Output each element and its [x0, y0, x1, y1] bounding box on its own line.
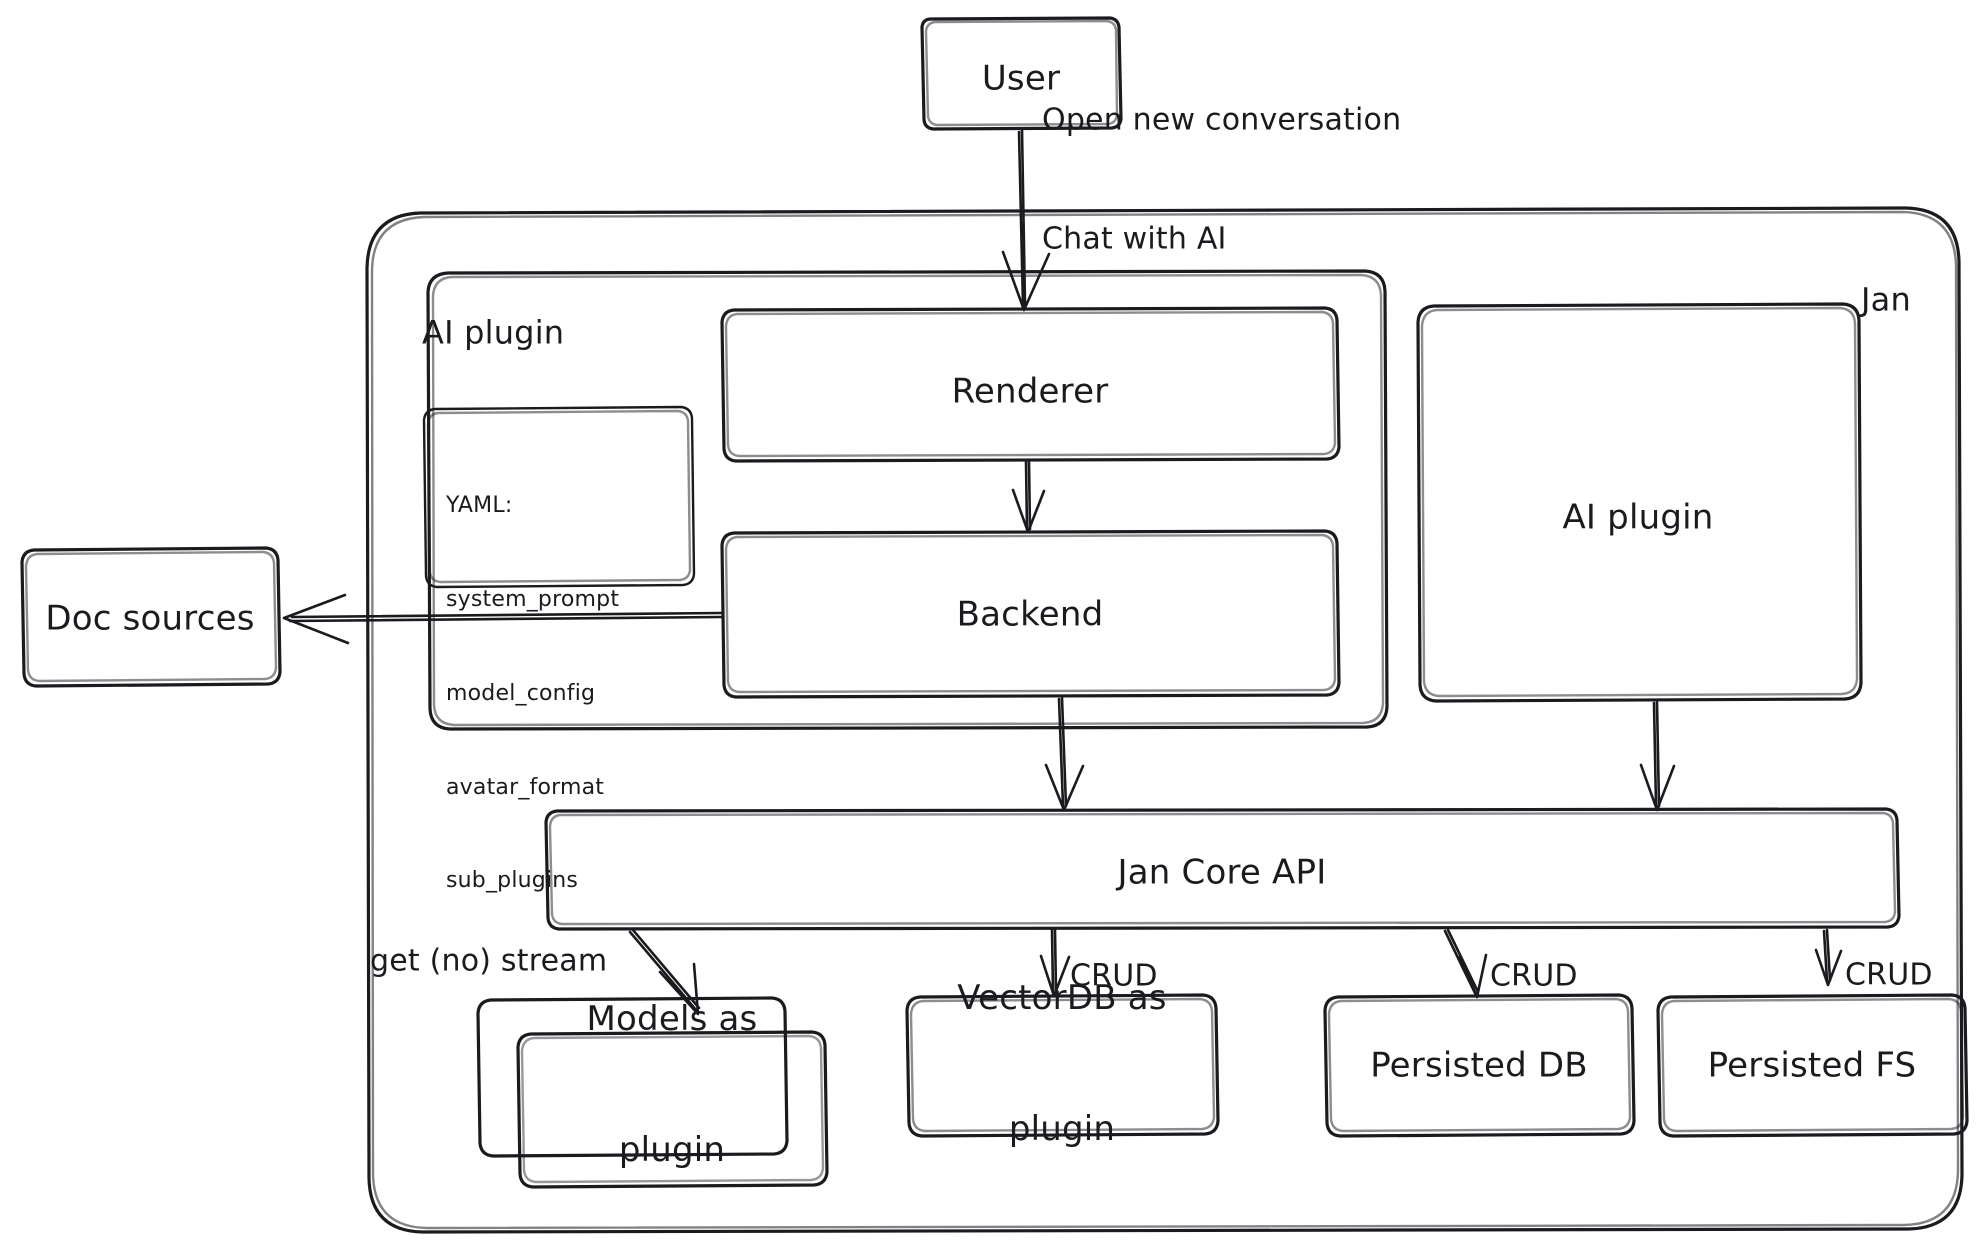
persisted-fs-box-shape	[1656, 993, 1969, 1138]
ai-plugin-group-shape	[426, 269, 1389, 731]
edge-renderer-to-backend	[1011, 460, 1046, 534]
edge-core-api-to-persisted-fs	[1814, 928, 1843, 987]
jan-container-shape	[365, 206, 1964, 1234]
ai-plugin-right-box-shape	[1416, 302, 1863, 703]
yaml-note-shape	[422, 405, 696, 589]
doc-sources-box-shape	[20, 546, 282, 688]
edge-ai-plugin-to-core-api	[1639, 700, 1676, 812]
edge-core-api-to-models	[628, 928, 701, 1016]
edge-core-api-to-persisted-db	[1443, 928, 1488, 999]
renderer-box-shape	[720, 306, 1341, 463]
edge-backend-to-core-api	[1044, 696, 1085, 812]
backend-box-shape	[720, 529, 1341, 699]
models-plugin-box-shape	[476, 996, 829, 1189]
edge-backend-to-doc-sources	[282, 593, 723, 645]
jan-core-api-box-shape	[544, 807, 1901, 931]
user-box-shape	[920, 16, 1123, 131]
persisted-db-box-shape	[1323, 993, 1636, 1138]
edge-user-to-renderer	[1001, 128, 1051, 312]
edge-core-api-to-vectordb	[1039, 928, 1071, 998]
vectordb-plugin-box-shape	[905, 993, 1220, 1138]
